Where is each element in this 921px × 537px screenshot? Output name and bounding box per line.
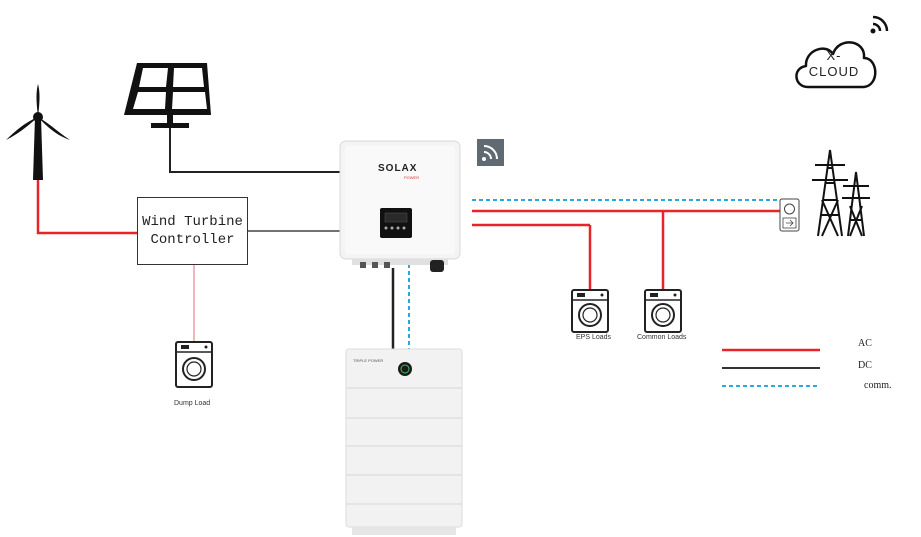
common-loads-label: Common Loads [637,334,687,341]
wind-turbine-icon [6,84,70,180]
inverter-brand-sub: POWER [404,175,420,180]
battery-brand: TRIPLE POWER [353,358,384,363]
legend-ac-label: AC [858,338,872,349]
wind-ac-line [36,180,137,235]
battery-button [398,362,412,376]
solar-dc-line [169,128,340,173]
legend-dc-label: DC [858,360,872,371]
wifi-icon [870,15,889,34]
cloud-label-line1: X- [826,48,842,63]
cloud-label: X- CLOUD [806,48,862,80]
washing-machine-icon [175,341,213,388]
cloud-label-line2: CLOUD [808,64,860,79]
controller-line1: Wind Turbine [142,214,243,230]
wifi-dongle-icon [477,139,504,166]
battery-stack [345,348,463,535]
grid-tower-icon [812,149,870,237]
eps-loads-label: EPS Loads [576,334,612,341]
dump-load-label: Dump Load [174,400,211,407]
meter-icon [779,198,800,232]
cloud-icon [795,41,877,89]
inverter-brand: SOLAX [378,163,418,174]
inverter-unit [339,140,461,272]
common-load-icon [644,289,682,333]
controller-line2: Controller [150,232,235,248]
legend-comm-label: comm. [864,380,892,391]
inverter-display [380,208,412,238]
wind-turbine-controller: Wind Turbine Controller [137,197,248,265]
solar-panel-icon [124,63,211,128]
eps-load-icon [571,289,609,333]
